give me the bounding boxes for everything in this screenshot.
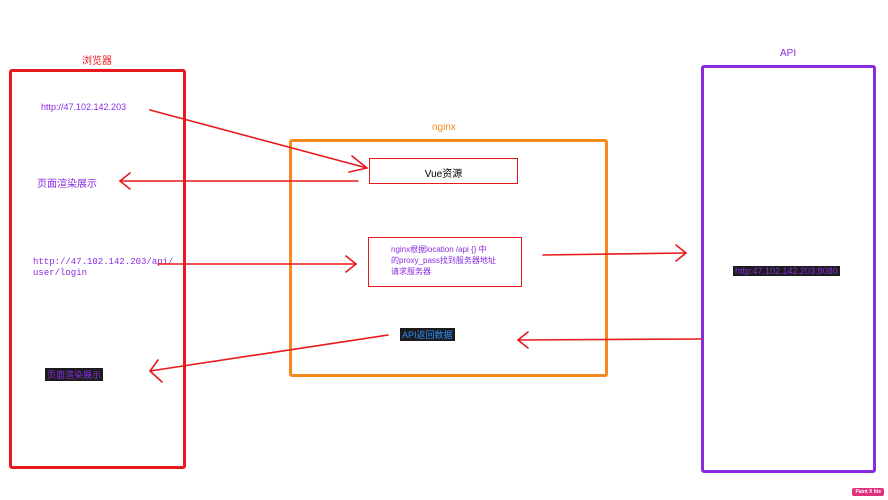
arrowhead-request-to-vue <box>348 155 368 173</box>
nginx-title: nginx <box>432 122 456 133</box>
watermark-badge: Paint X lite <box>852 488 884 496</box>
api-address-label: http:47.102.142.203:8080 <box>733 266 840 276</box>
arrow-request-to-vue <box>149 109 368 169</box>
arrowhead-nginx-to-api <box>675 244 687 262</box>
api-return-label: API返回数据 <box>400 328 455 341</box>
vue-resource-label: Vue资源 <box>424 169 463 180</box>
browser-title: 浏览器 <box>82 56 112 67</box>
arrowhead-return-to-render <box>149 359 163 383</box>
browser-box <box>9 69 186 469</box>
browser-render-2: 页面渲染展示 <box>45 368 104 381</box>
arrowhead-api-request-to-nginx <box>345 255 357 273</box>
proxy-note-box <box>368 237 522 287</box>
arrow-api-to-nginx <box>517 338 702 341</box>
browser-url-1: http://47.102.142.203 <box>41 102 127 112</box>
vue-resource-box <box>369 158 518 184</box>
arrowhead-vue-to-render <box>119 172 131 190</box>
browser-url-2: http://47.102.142.203/api/ user/login <box>33 257 174 278</box>
api-title: API <box>780 48 797 59</box>
arrow-nginx-to-api <box>542 252 687 256</box>
api-box <box>701 65 876 473</box>
arrow-return-to-render <box>149 334 389 372</box>
nginx-box <box>289 139 608 377</box>
arrowhead-api-to-nginx <box>517 331 529 349</box>
browser-render-1: 页面渲染展示 <box>37 179 97 190</box>
proxy-note-text: nginx根据location /api {} 中 的proxy_pass找到服… <box>391 245 496 276</box>
